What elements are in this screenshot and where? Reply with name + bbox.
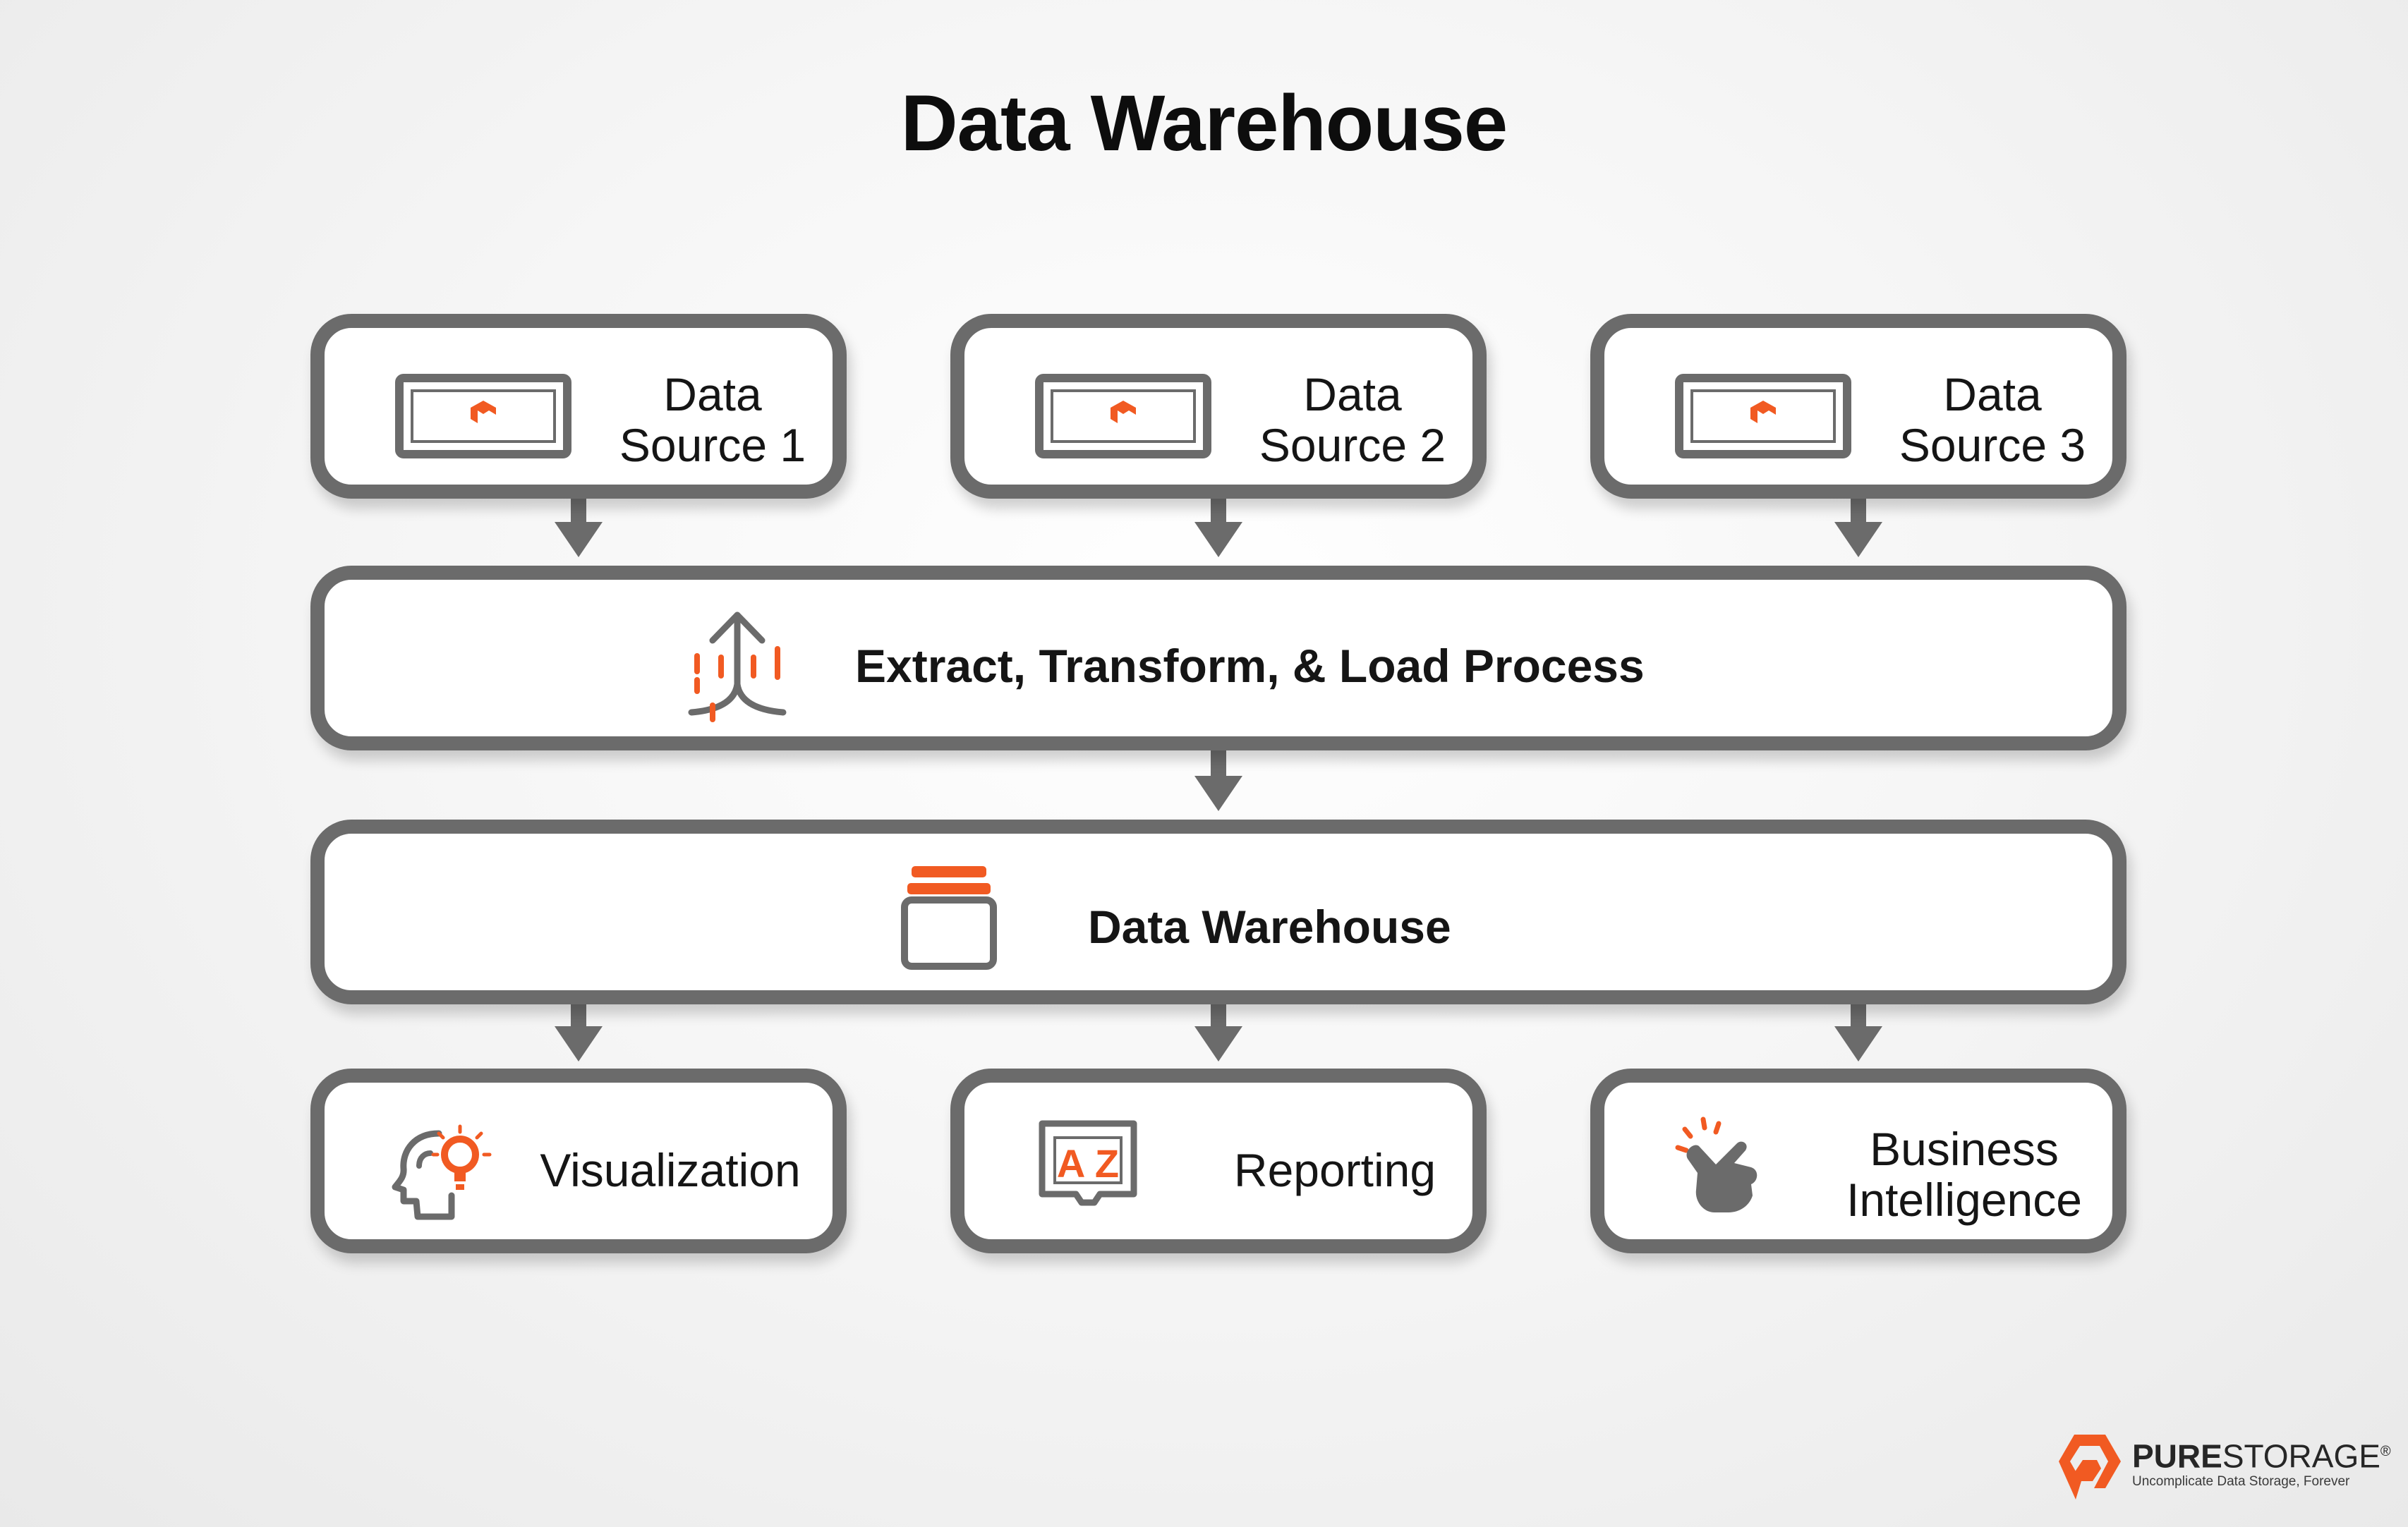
- data-source-3-box: Data Source 3: [1590, 314, 2126, 499]
- reporting-label: Reporting: [1233, 1144, 1436, 1196]
- warehouse-label: Data Warehouse: [1088, 901, 1451, 953]
- brand-name-bold: PURE: [2132, 1437, 2222, 1475]
- data-source-2-box: Data Source 2: [950, 314, 1487, 499]
- server-icon: [1675, 374, 1851, 458]
- reporting-box: A Z Reporting: [950, 1069, 1487, 1253]
- database-stack-icon: [901, 866, 997, 970]
- business-intelligence-line1: Business: [1870, 1123, 2059, 1175]
- az-book-icon: A Z: [1039, 1120, 1137, 1206]
- etl-process-box: Extract, Transform, & Load Process: [310, 566, 2126, 750]
- arrow-warehouse-to-visualization: [555, 1000, 603, 1061]
- data-source-1-box: Data Source 1: [310, 314, 847, 499]
- pure-storage-brand: PURESTORAGE® Uncomplicate Data Storage, …: [2057, 1432, 2391, 1509]
- source-2-line2: Source 2: [1259, 419, 1446, 471]
- arrow-source2-to-etl: [1194, 494, 1242, 557]
- pointing-hand-icon: [1675, 1117, 1757, 1212]
- source-3-line2: Source 3: [1899, 419, 2086, 471]
- server-icon: [1035, 374, 1211, 458]
- business-intelligence-box: Business Intelligence: [1590, 1069, 2126, 1253]
- etl-label: Extract, Transform, & Load Process: [855, 640, 1645, 692]
- arrow-warehouse-to-business-intelligence: [1834, 1000, 1882, 1061]
- server-icon: [395, 374, 571, 458]
- visualization-box: Visualization: [310, 1069, 847, 1253]
- arrow-source1-to-etl: [555, 494, 603, 557]
- source-2-line1: Data: [1303, 368, 1402, 420]
- brand-name-regular: STORAGE: [2222, 1437, 2380, 1475]
- az-letters: A Z: [1057, 1141, 1119, 1186]
- source-3-line1: Data: [1943, 368, 2042, 420]
- source-1-line2: Source 1: [619, 419, 806, 471]
- pure-storage-logo: [2059, 1435, 2121, 1499]
- arrow-source3-to-etl: [1834, 494, 1882, 557]
- arrow-warehouse-to-reporting: [1194, 1000, 1242, 1061]
- business-intelligence-line2: Intelligence: [1846, 1174, 2082, 1226]
- brand-tagline: Uncomplicate Data Storage, Forever: [2132, 1474, 2350, 1489]
- head-lightbulb-icon: [392, 1124, 492, 1220]
- merge-arrows-icon: [688, 612, 787, 722]
- visualization-label: Visualization: [540, 1144, 801, 1196]
- source-1-line1: Data: [663, 368, 762, 420]
- arrow-etl-to-warehouse: [1194, 746, 1242, 811]
- brand-registered: ®: [2380, 1444, 2391, 1459]
- diagram-title: Data Warehouse: [900, 79, 1508, 167]
- data-warehouse-box: Data Warehouse: [310, 820, 2126, 1004]
